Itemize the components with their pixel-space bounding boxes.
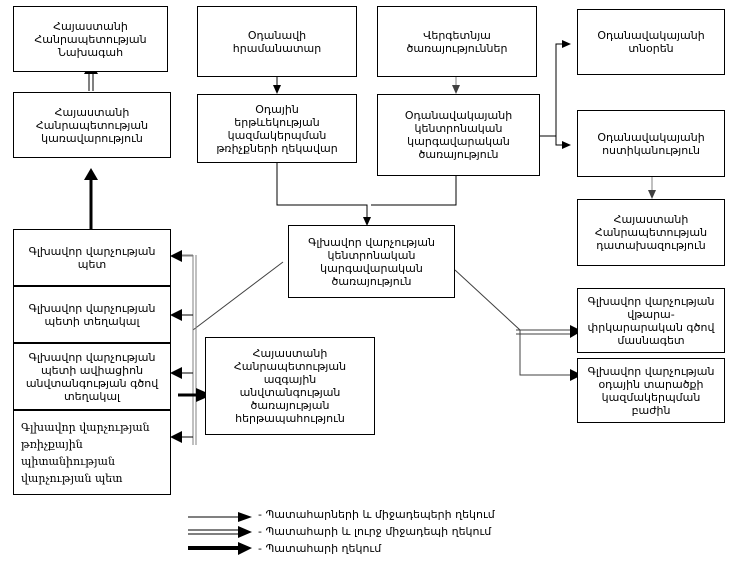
node-atc-flight-director[interactable]: Օդային երթևեկության կազմակերպման թռիչքնե… <box>197 94 357 163</box>
wire-bus-to-deputy <box>170 309 193 321</box>
wire-airport-dispatch-to-police <box>540 135 571 149</box>
node-atc-flight-director-label: Օդային երթևեկության կազմակերպման թռիչքնե… <box>216 102 338 155</box>
node-aircraft-commander-label: Օդանավի հրամանատար <box>232 28 322 55</box>
legend-label-0: - Պատահարների և միջադեպերի ղեկում <box>258 508 495 521</box>
wire-bus-to-deputy-safety <box>170 367 193 379</box>
node-main-dept-airspace[interactable]: Գլխավոր վարչության օդային տարածքի կազմակ… <box>577 358 725 423</box>
node-government-label: Հայաստանի Հանրապետության կառավարություն <box>35 105 149 145</box>
wire-bus-to-head <box>170 250 193 262</box>
node-airport-police[interactable]: Օդանավակայանի ոստիկանություն <box>577 110 725 177</box>
node-aircraft-commander[interactable]: Օդանավի հրամանատար <box>197 6 357 77</box>
node-airport-police-label: Օդանավակայանի ոստիկանություն <box>597 130 705 157</box>
wire-airport-dispatch-to-director <box>540 40 571 137</box>
node-ground-services-label: Վերգետնյա ծառայություններ <box>406 28 508 55</box>
wire-main-dispatch-to-analysis <box>454 269 582 381</box>
node-main-dept-head-label: Գլխավոր վարչության պետ <box>28 244 156 271</box>
node-prosecution-label: Հայաստանի Հանրապետության դատախազություն <box>594 213 708 252</box>
node-main-dept-central-dispatch[interactable]: Գլխավոր վարչության կենտրոնական կարգավարա… <box>288 225 455 298</box>
node-airport-central-dispatch[interactable]: Օդանավակայանի կենտրոնական կարգավարական ծ… <box>377 94 540 176</box>
wire-main-dispatch-to-left-column <box>192 261 284 331</box>
node-president-label: Հայաստանի Հանրապետության Նախագահ <box>34 19 147 59</box>
node-ground-services[interactable]: Վերգետնյա ծառայություններ <box>377 6 537 77</box>
node-flight-suitability-head[interactable]: Գլխավոր վարչության թռիչքային պիտանիությա… <box>13 410 171 495</box>
node-nss-duty-label: Հայաստանի Հանրապետության ազգային անվտանգ… <box>233 347 347 425</box>
node-airport-director-label: Օդանավակայանի տնօրեն <box>597 29 705 55</box>
node-main-dept-airspace-label: Գլխավոր վարչության օդային տարածքի կազմակ… <box>587 364 715 417</box>
wire-bus-to-flight-suitability <box>170 431 193 443</box>
node-airport-central-dispatch-label: Օդանավակայանի կենտրոնական կարգավարական ծ… <box>404 109 513 161</box>
legend-label-2: - Պատահարի ղեկում <box>258 542 382 555</box>
node-main-dept-deputy[interactable]: Գլխավոր վարչության պետի տեղակալ <box>13 286 171 343</box>
legend-row-0: - Պատահարների և միջադեպերի ղեկում <box>188 508 608 525</box>
node-main-dept-deputy-safety-label: Գլխավոր վարչության պետի ավիացիոն անվտանգ… <box>25 350 159 403</box>
node-prosecution[interactable]: Հայաստանի Հանրապետության դատախազություն <box>577 199 725 266</box>
legend-row-2: - Պատահարի ղեկում <box>188 542 608 559</box>
legend-label-1: - Պատահարի և լուրջ միջադեպի ղեկում <box>258 525 492 538</box>
legend: - Պատահարների և միջադեպերի ղեկում - Պատա… <box>188 508 608 563</box>
wire-head-to-government <box>84 168 98 230</box>
node-main-dept-central-dispatch-label: Գլխավոր վարչության կենտրոնական կարգավարա… <box>308 235 435 288</box>
node-airport-director[interactable]: Օդանավակայանի տնօրեն <box>577 9 725 75</box>
node-main-dept-deputy-safety[interactable]: Գլխավոր վարչության պետի ավիացիոն անվտանգ… <box>13 343 171 410</box>
node-main-dept-head[interactable]: Գլխավոր վարչության պետ <box>13 229 171 286</box>
legend-arrow-thin-single-icon <box>188 512 252 522</box>
node-president[interactable]: Հայաստանի Հանրապետության Նախագահ <box>13 6 168 72</box>
node-flight-suitability-head-label: Գլխավոր վարչության թռիչքային պիտանիությա… <box>21 420 150 485</box>
wire-atc-to-main-dispatch <box>276 163 371 226</box>
node-nss-duty[interactable]: Հայաստանի Հանրապետության ազգային անվտանգ… <box>205 337 375 435</box>
legend-arrow-thin-double-icon <box>188 526 252 538</box>
wire-airport-dispatch-to-main-dispatch <box>371 176 457 206</box>
legend-arrow-thick-single-icon <box>188 542 252 555</box>
node-government[interactable]: Հայաստանի Հանրապետության կառավարություն <box>13 92 171 158</box>
node-main-dept-deputy-label: Գլխավոր վարչության պետի տեղակալ <box>28 301 156 328</box>
node-main-dept-analysis-label: Գլխավոր վարչության վթարա- փրկարարական գծ… <box>587 294 715 347</box>
node-main-dept-analysis[interactable]: Գլխավոր վարչության վթարա- փրկարարական գծ… <box>577 288 725 353</box>
wire-left-vertical-bus <box>178 254 197 445</box>
legend-row-1: - Պատահարի և լուրջ միջադեպի ղեկում <box>188 525 608 542</box>
